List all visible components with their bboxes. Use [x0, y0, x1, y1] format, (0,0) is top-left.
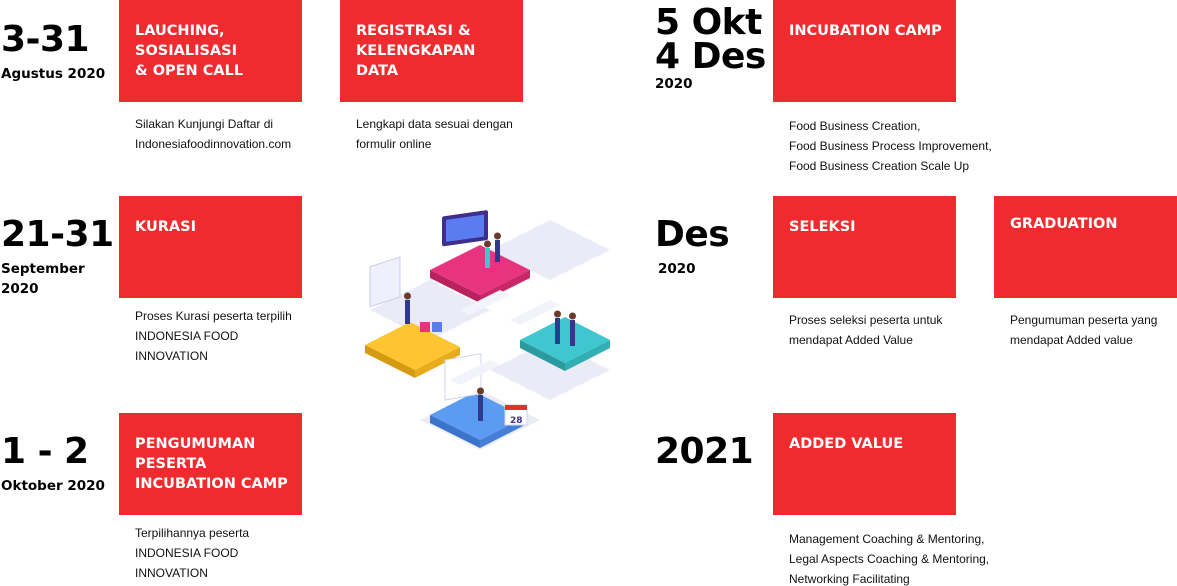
stage-desc: Food Business Creation, Food Business Pr…: [789, 119, 992, 173]
stage-desc: Terpilihannya peserta INDONESIA FOOD INN…: [135, 526, 250, 580]
timeline-date-big: 2021: [655, 431, 754, 472]
stage-desc: Lengkapi data sesuai dengan formulir onl…: [356, 117, 513, 151]
timeline-date-small: 2020: [658, 261, 696, 277]
timeline-date-big: 21-31: [1, 214, 114, 255]
stage-desc: Pengumuman peserta yang mendapat Added v…: [1010, 313, 1158, 347]
stage-card-kurasi: KURASI: [119, 196, 302, 298]
timeline-date-small: Agustus 2020: [1, 66, 106, 82]
timeline-date-small: September 2020: [1, 261, 85, 297]
stage-card-added-value: ADDED VALUE: [773, 413, 956, 515]
stage-desc: Proses seleksi peserta untuk mendapat Ad…: [789, 313, 943, 347]
stage-desc: Management Coaching & Mentoring, Legal A…: [789, 532, 990, 586]
timeline-date-big: Des: [655, 214, 730, 255]
stage-card-registrasi: REGISTRASI & KELENGKAPAN DATA: [340, 0, 523, 102]
timeline-date-small: 2020: [655, 76, 693, 92]
timeline-date-small: Oktober 2020: [1, 478, 105, 494]
stage-card-graduation: GRADUATION: [994, 196, 1177, 298]
timeline-date-big: 1 - 2: [1, 431, 89, 472]
stage-card-launching: LAUCHING, SOSIALISASI & OPEN CALL: [119, 0, 302, 102]
timeline-date-big: 5 Okt - 4 Des: [655, 2, 789, 77]
timeline-date-big: 3-31: [1, 19, 90, 60]
stage-card-pengumuman: PENGUMUMAN PESERTA INCUBATION CAMP: [119, 413, 302, 515]
stage-desc: Proses Kurasi peserta terpilih INDONESIA…: [135, 309, 292, 363]
calendar-number: 28: [510, 416, 523, 426]
stage-desc: Silakan Kunjungi Daftar di Indonesiafood…: [135, 117, 292, 151]
stage-card-seleksi: SELEKSI: [773, 196, 956, 298]
stage-card-incubation: INCUBATION CAMP: [773, 0, 956, 102]
puzzle-team-illustration: 28: [365, 210, 610, 450]
